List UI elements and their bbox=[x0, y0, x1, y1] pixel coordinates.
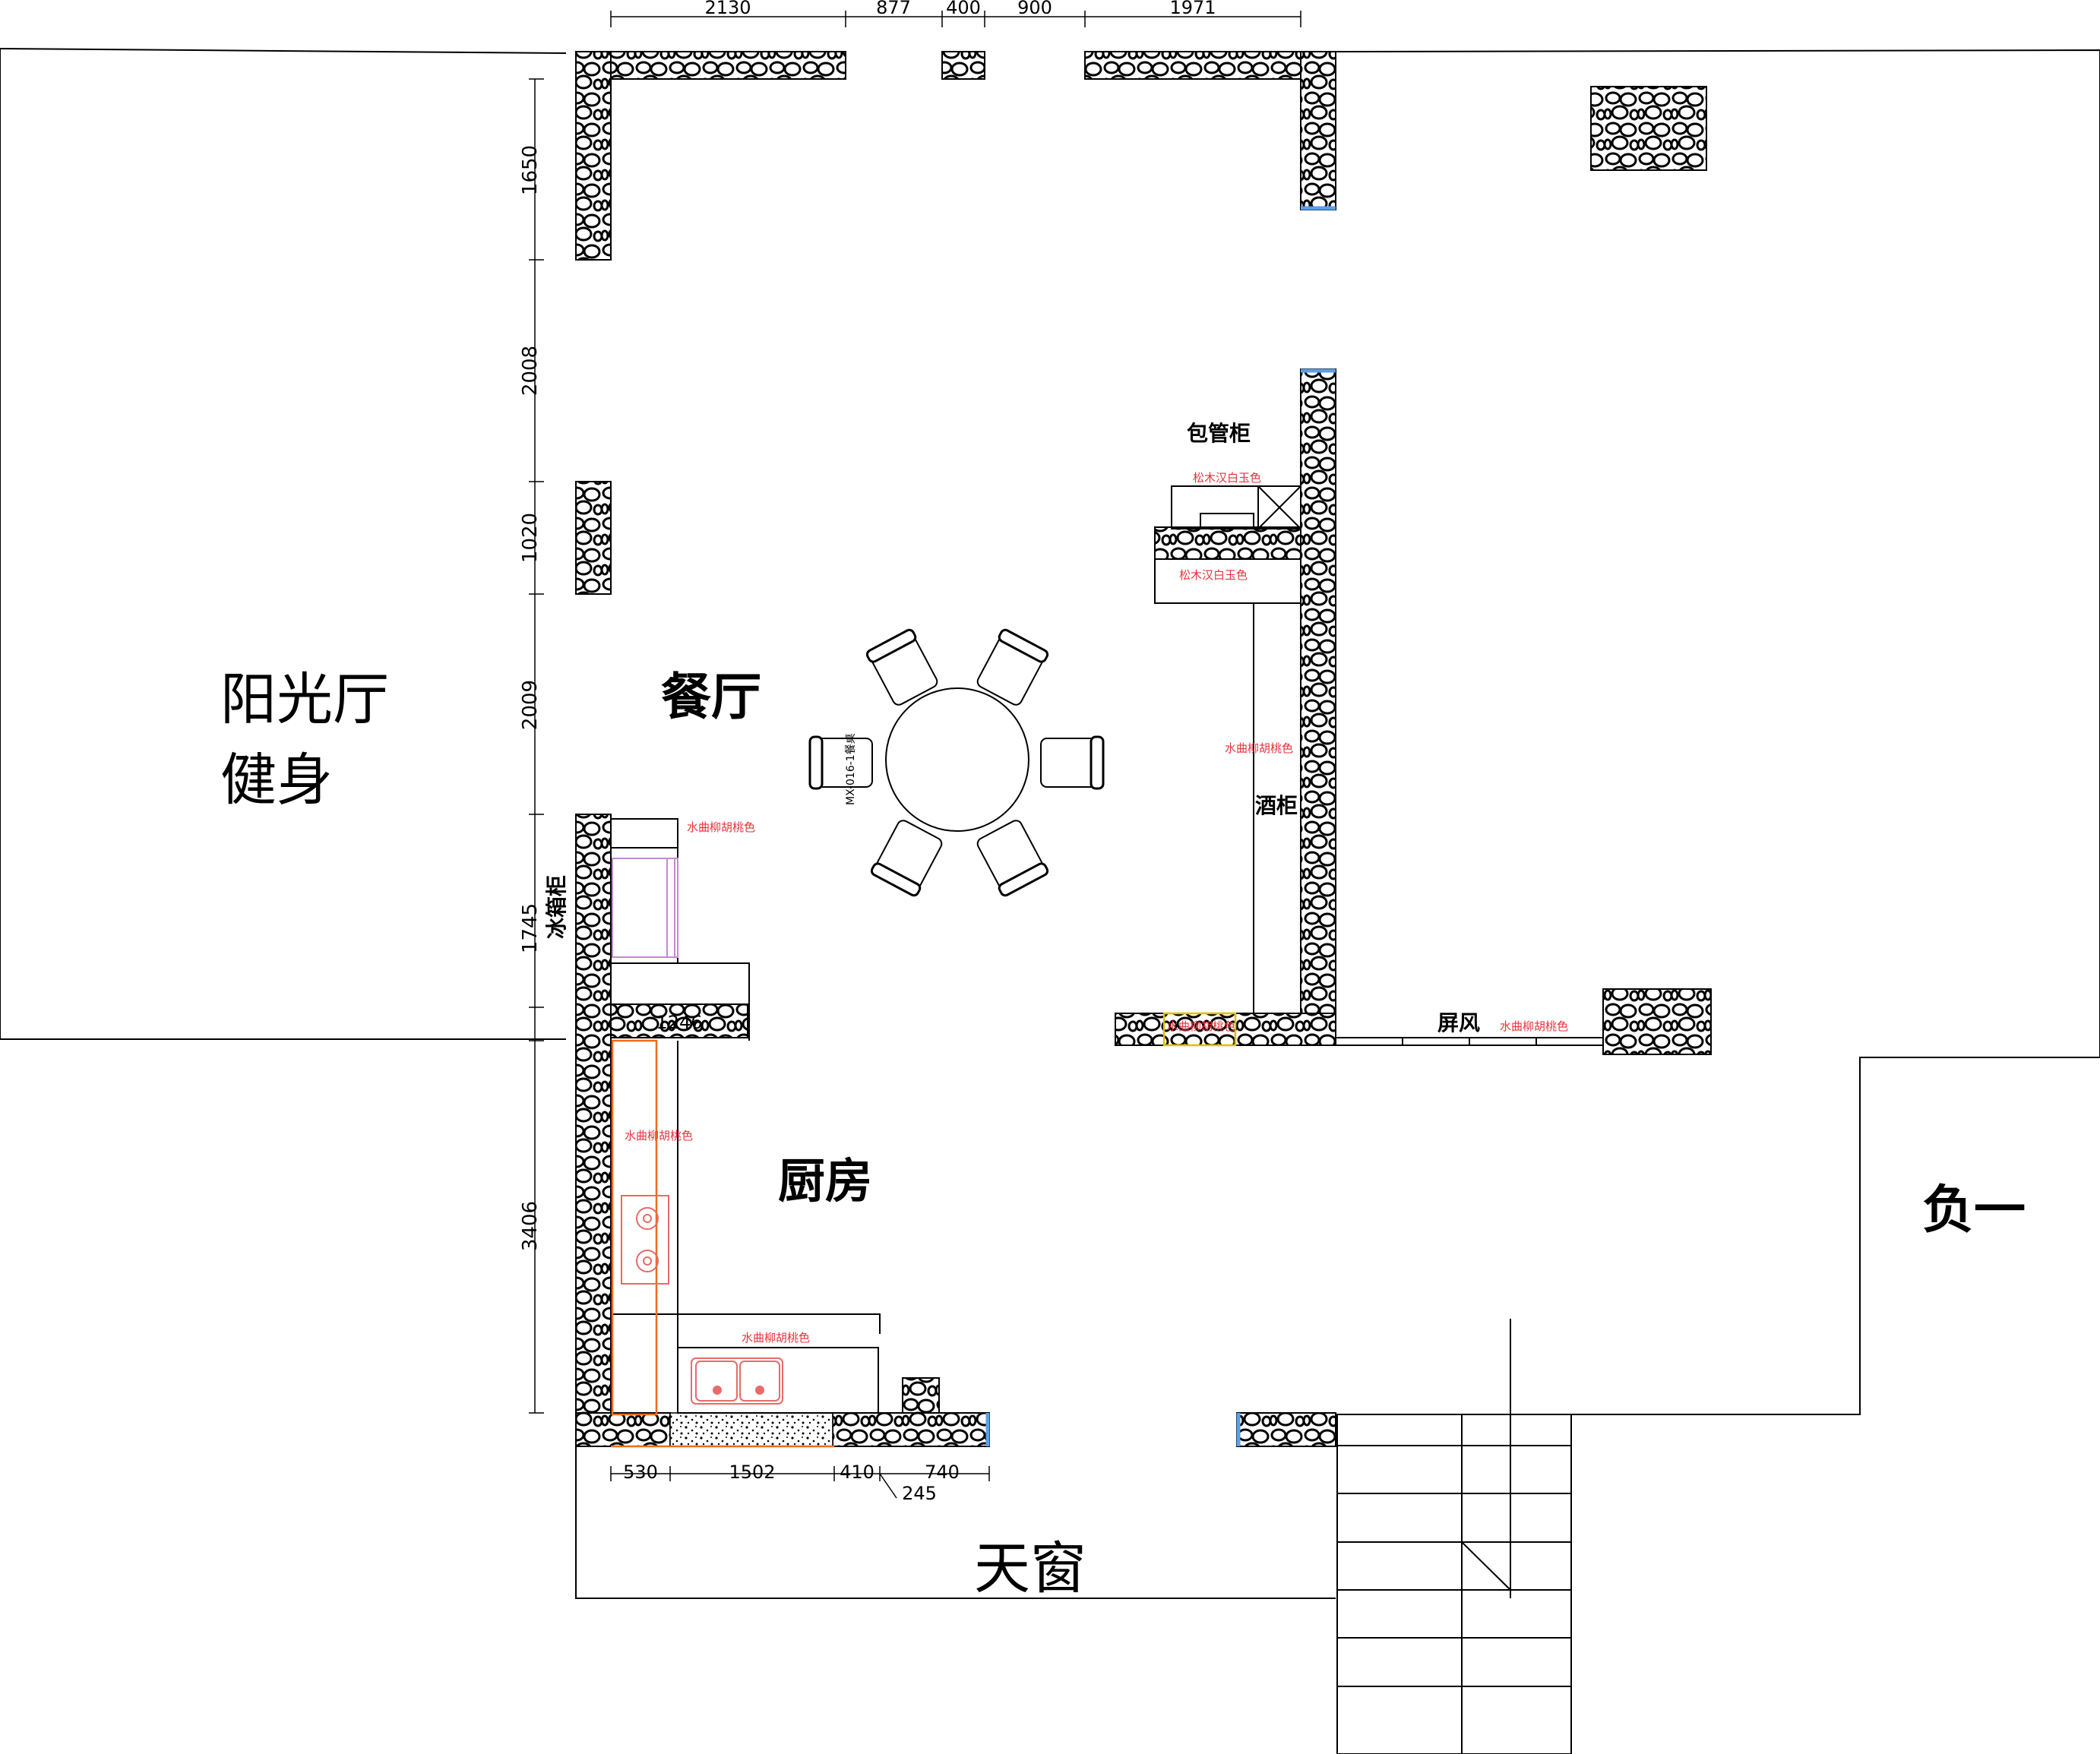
screen-partition bbox=[1335, 1037, 1604, 1046]
material-kitchen-bottom: 水曲柳胡桃色 bbox=[742, 1331, 810, 1345]
dim-bottom-1502: 1502 bbox=[729, 1462, 775, 1483]
material-pipe-top: 松木汉白玉色 bbox=[1193, 471, 1261, 485]
label-fridge-cabinet: 冰箱柜 bbox=[544, 875, 569, 939]
dim-left-1650: 1650 bbox=[519, 145, 542, 195]
shelf-highlight bbox=[1162, 1012, 1237, 1047]
dim-left-2008: 2008 bbox=[519, 346, 542, 396]
dim-bottom-740: 740 bbox=[925, 1462, 960, 1483]
room-sunroom-line1: 阳光厅 bbox=[220, 667, 389, 732]
dim-bottom-410: 410 bbox=[840, 1462, 874, 1483]
dim-bottom-530: 530 bbox=[623, 1462, 658, 1483]
dining-table bbox=[885, 687, 1029, 832]
dim-counter-1246: 1246 bbox=[656, 1012, 702, 1033]
label-wine-cabinet: 酒柜 bbox=[1255, 793, 1298, 818]
dim-left-2009: 2009 bbox=[519, 680, 542, 730]
material-kitchen-left: 水曲柳胡桃色 bbox=[625, 1129, 693, 1142]
granite-floor-strip bbox=[669, 1412, 833, 1447]
stove bbox=[621, 1195, 669, 1285]
room-dining: 餐厅 bbox=[661, 667, 761, 726]
dim-left-1020: 1020 bbox=[519, 513, 542, 563]
room-skylight: 天窗 bbox=[974, 1536, 1086, 1601]
room-kitchen: 厨房 bbox=[778, 1153, 872, 1209]
room-basement: 负一 bbox=[1922, 1180, 2026, 1240]
stone-walls bbox=[575, 51, 1712, 1447]
material-screen: 水曲柳胡桃色 bbox=[1500, 1019, 1568, 1033]
label-screen: 屏风 bbox=[1437, 1010, 1480, 1035]
dim-top-877: 877 bbox=[876, 0, 911, 18]
dim-left-1745: 1745 bbox=[519, 903, 542, 953]
material-shelf: 水曲柳胡桃色 bbox=[1167, 1019, 1235, 1033]
kitchen-counter-outline bbox=[611, 1039, 834, 1448]
pipe-cabinet bbox=[1154, 485, 1301, 604]
building-outline bbox=[0, 48, 2100, 1599]
table-model-label: MX-016-1餐桌 bbox=[845, 733, 857, 805]
dim-top-1971: 1971 bbox=[1169, 0, 1216, 18]
fridge bbox=[612, 858, 678, 958]
dim-top-2130: 2130 bbox=[704, 0, 751, 18]
wall-end-markers bbox=[985, 206, 1336, 1446]
label-pipe-cabinet: 包管柜 bbox=[1187, 421, 1251, 446]
sink bbox=[691, 1357, 783, 1405]
staircase bbox=[1336, 1414, 1572, 1754]
dim-top-900: 900 bbox=[1017, 0, 1052, 18]
material-pipe-base: 松木汉白玉色 bbox=[1179, 568, 1248, 582]
dimension-lines bbox=[529, 11, 1301, 1499]
room-sunroom-line2: 健身 bbox=[220, 747, 333, 813]
dining-chairs bbox=[808, 628, 1105, 897]
dim-top-400: 400 bbox=[946, 0, 981, 18]
material-fridge: 水曲柳胡桃色 bbox=[687, 820, 755, 834]
material-wine: 水曲柳胡桃色 bbox=[1225, 741, 1293, 755]
dim-bottom-245: 245 bbox=[902, 1483, 937, 1504]
dim-left-3406: 3406 bbox=[519, 1201, 542, 1251]
kitchen-counters bbox=[611, 1041, 881, 1414]
